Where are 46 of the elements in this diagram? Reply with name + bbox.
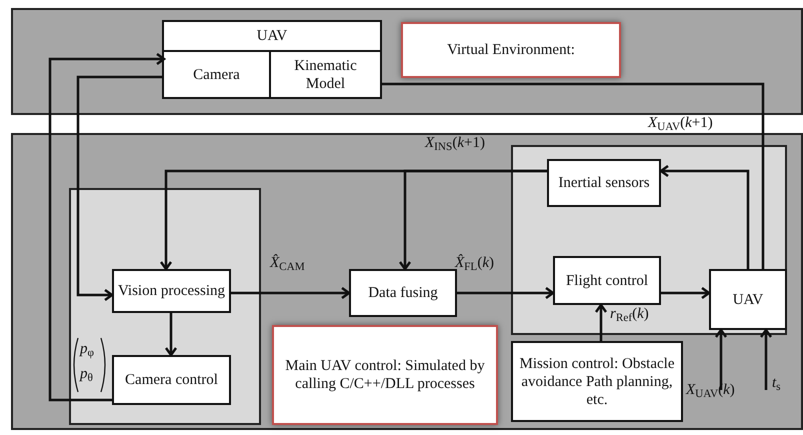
note-box [401,22,621,78]
node-label: Virtual Environment: [446,41,576,59]
edge-label: X̂$_{CAM}$ [270,256,305,271]
matrix-entry: p$_{φ}$ [80,342,94,357]
arrow [231,286,350,300]
node-label: Vision processing [117,282,226,300]
process-box [112,355,231,405]
matrix-entry: p$_{θ}$ [80,367,93,382]
process-box [547,159,661,207]
node-label: Camera [192,66,241,84]
note-box [272,325,498,425]
process-box [349,269,457,317]
process-box [553,256,661,305]
edge-label: X$_{INS}$(k+1) [425,136,485,151]
node-label: UAV [256,27,288,45]
edge-label: X$_{UAV}$(k+1) [648,116,713,131]
arrow [457,286,554,300]
process-box [511,341,683,422]
node-label: Mission control: Obstacle avoidance Path planning, etc. [518,354,676,408]
node-label: Data fusing [367,284,439,302]
arrow [398,170,547,270]
arrow [164,313,178,356]
arrow [76,76,164,302]
flight-group [511,145,787,335]
arrow [48,52,166,402]
node-label: Kinematic Model [293,56,358,92]
node-label: Flight control [564,272,650,290]
arrow [661,286,710,300]
process-box [112,269,231,313]
process-box [709,269,787,330]
environment-panel [11,8,803,115]
arrow [760,328,772,390]
kinematic-model-cell [269,50,380,97]
node-label: UAV [732,290,764,308]
edge-label: t$_{s}$ [772,376,781,391]
uav-model-box [162,20,382,99]
node-label: Camera control [124,371,219,389]
node-label: Main UAV control: Simulated by calling C/C++/DLL processes [284,357,486,393]
control-panel [11,133,803,430]
arrow [660,164,750,269]
camera-group [69,188,261,425]
edge-label: X̂$_{FL}$(k) [455,256,494,271]
arrow [594,304,608,341]
arrow [714,328,728,390]
node-label: Inertial sensors [557,174,651,192]
edge-label: r$_{Ref}$(k) [610,307,649,322]
